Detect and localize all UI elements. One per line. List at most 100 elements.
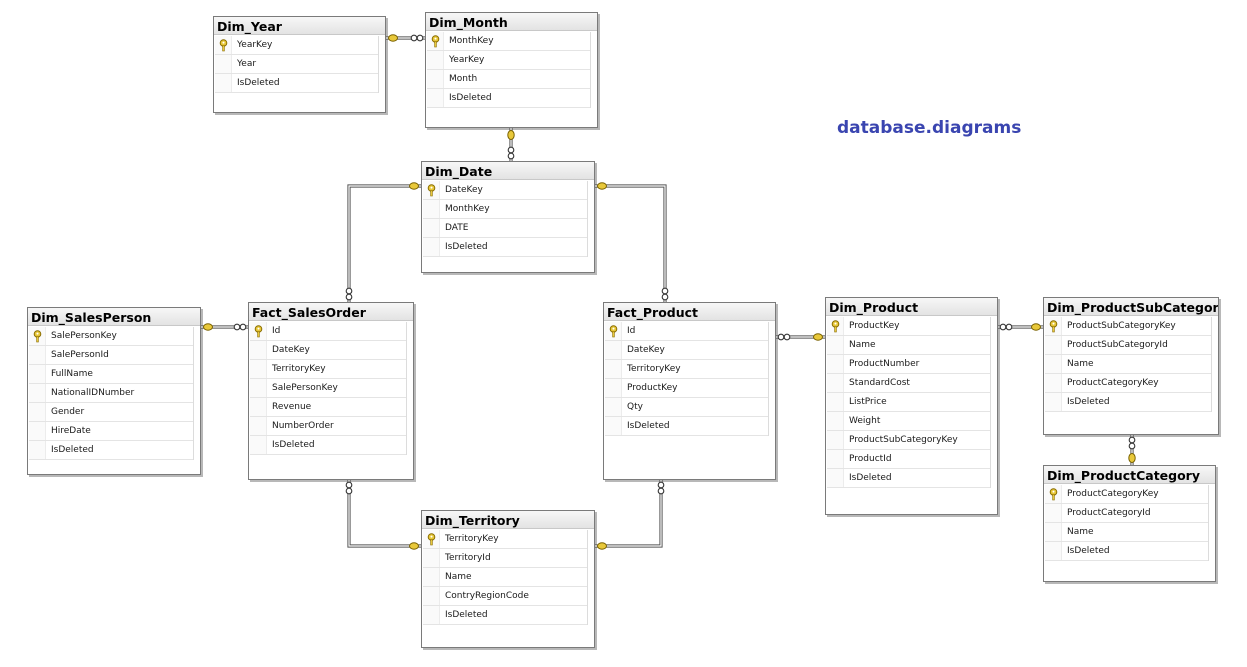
column-row[interactable]: ProductNumber bbox=[827, 355, 990, 374]
column-row[interactable]: Revenue bbox=[250, 398, 406, 417]
connector-line bbox=[595, 480, 663, 548]
column-row[interactable]: IsDeleted bbox=[427, 89, 590, 108]
connector-line-inner bbox=[595, 480, 662, 547]
many-end-infinity-icon bbox=[233, 323, 241, 331]
table-title[interactable]: Dim_ProductSubCategory bbox=[1044, 298, 1218, 316]
column-row[interactable]: Name bbox=[423, 568, 587, 587]
table-dim-date[interactable]: Dim_Date DateKey MonthKey DATE IsDeleted bbox=[421, 161, 595, 273]
column-row[interactable]: TerritoryKey bbox=[250, 360, 406, 379]
one-end-key-icon bbox=[409, 542, 419, 550]
column-row[interactable]: Gender bbox=[29, 403, 193, 422]
column-row[interactable]: StandardCost bbox=[827, 374, 990, 393]
column-name: NumberOrder bbox=[272, 421, 334, 431]
column-name: Qty bbox=[627, 402, 643, 412]
table-dim-productcategory[interactable]: Dim_ProductCategory ProductCategoryKey P… bbox=[1043, 465, 1216, 582]
table-dim-year[interactable]: Dim_Year YearKey Year IsDeleted bbox=[213, 16, 386, 113]
column-row[interactable]: ProductId bbox=[827, 450, 990, 469]
column-name: IsDeleted bbox=[849, 473, 892, 483]
relationship-dim-salesperson-to-fact-salesorder bbox=[201, 323, 248, 331]
table-title[interactable]: Dim_Year bbox=[214, 17, 385, 35]
column-row[interactable]: ProductSubCategoryKey bbox=[827, 431, 990, 450]
table-title[interactable]: Dim_Month bbox=[426, 13, 597, 31]
column-row[interactable]: ProductKey bbox=[827, 317, 990, 336]
column-row[interactable]: SalePersonKey bbox=[250, 379, 406, 398]
table-title[interactable]: Dim_Product bbox=[826, 298, 997, 316]
table-title[interactable]: Fact_Product bbox=[604, 303, 775, 321]
column-row[interactable]: IsDeleted bbox=[250, 436, 406, 455]
column-row[interactable]: YearKey bbox=[427, 51, 590, 70]
column-row[interactable]: ProductSubCategoryId bbox=[1045, 336, 1211, 355]
column-row[interactable]: Name bbox=[827, 336, 990, 355]
column-row[interactable]: ListPrice bbox=[827, 393, 990, 412]
many-end-infinity-icon bbox=[777, 333, 785, 341]
column-row[interactable]: TerritoryKey bbox=[605, 360, 768, 379]
primary-key-icon bbox=[219, 39, 228, 52]
column-row[interactable]: IsDeleted bbox=[423, 238, 587, 257]
column-row[interactable]: ProductCategoryKey bbox=[1045, 374, 1211, 393]
column-row[interactable]: Id bbox=[250, 322, 406, 341]
column-row[interactable]: Name bbox=[1045, 523, 1208, 542]
column-row[interactable]: Year bbox=[215, 55, 378, 74]
column-row[interactable]: Id bbox=[605, 322, 768, 341]
table-title[interactable]: Fact_SalesOrder bbox=[249, 303, 413, 321]
column-row[interactable]: IsDeleted bbox=[1045, 542, 1208, 561]
column-row[interactable]: DateKey bbox=[250, 341, 406, 360]
column-row[interactable]: IsDeleted bbox=[1045, 393, 1211, 412]
primary-key-icon bbox=[431, 35, 440, 48]
table-dim-month[interactable]: Dim_Month MonthKey YearKey Month IsDelet… bbox=[425, 12, 598, 128]
column-row[interactable]: ProductKey bbox=[605, 379, 768, 398]
column-row[interactable]: IsDeleted bbox=[215, 74, 378, 93]
column-name: DateKey bbox=[627, 345, 665, 355]
table-dim-salesperson[interactable]: Dim_SalesPerson SalePersonKey SalePerson… bbox=[27, 307, 201, 475]
column-row[interactable]: FullName bbox=[29, 365, 193, 384]
column-row[interactable]: ProductCategoryKey bbox=[1045, 485, 1208, 504]
table-dim-product[interactable]: Dim_Product ProductKey Name ProductNumbe… bbox=[825, 297, 998, 515]
column-row[interactable]: ProductCategoryId bbox=[1045, 504, 1208, 523]
column-row[interactable]: IsDeleted bbox=[29, 441, 193, 460]
many-end-infinity-icon bbox=[1128, 442, 1136, 450]
many-end-infinity-icon bbox=[783, 333, 791, 341]
one-end-key-icon bbox=[203, 323, 213, 331]
column-row[interactable]: TerritoryKey bbox=[423, 530, 587, 549]
many-end-infinity-icon bbox=[657, 481, 665, 489]
column-row[interactable]: YearKey bbox=[215, 36, 378, 55]
column-row[interactable]: ProductSubCategoryKey bbox=[1045, 317, 1211, 336]
column-name: IsDeleted bbox=[1067, 546, 1110, 556]
table-fact-product[interactable]: Fact_Product Id DateKey TerritoryKey Pro… bbox=[603, 302, 776, 480]
table-fact-salesorder[interactable]: Fact_SalesOrder Id DateKey TerritoryKey … bbox=[248, 302, 414, 480]
table-dim-productsubcategory[interactable]: Dim_ProductSubCategory ProductSubCategor… bbox=[1043, 297, 1219, 435]
column-row[interactable]: ContryRegionCode bbox=[423, 587, 587, 606]
column-row[interactable]: MonthKey bbox=[423, 200, 587, 219]
column-name: SalePersonKey bbox=[51, 331, 117, 341]
column-name: IsDeleted bbox=[51, 445, 94, 455]
column-row[interactable]: HireDate bbox=[29, 422, 193, 441]
column-name: DateKey bbox=[272, 345, 310, 355]
relationship-dim-product-to-fact-product bbox=[776, 333, 825, 341]
column-row[interactable]: DATE bbox=[423, 219, 587, 238]
column-row[interactable]: IsDeleted bbox=[827, 469, 990, 488]
column-row[interactable]: Month bbox=[427, 70, 590, 89]
column-row[interactable]: Weight bbox=[827, 412, 990, 431]
column-row[interactable]: IsDeleted bbox=[605, 417, 768, 436]
column-row[interactable]: TerritoryId bbox=[423, 549, 587, 568]
column-row[interactable]: SalePersonId bbox=[29, 346, 193, 365]
column-row[interactable]: DateKey bbox=[423, 181, 587, 200]
column-row[interactable]: SalePersonKey bbox=[29, 327, 193, 346]
column-row[interactable]: MonthKey bbox=[427, 32, 590, 51]
column-row[interactable]: NationalIDNumber bbox=[29, 384, 193, 403]
column-row[interactable]: Name bbox=[1045, 355, 1211, 374]
column-row[interactable]: NumberOrder bbox=[250, 417, 406, 436]
many-end-infinity-icon bbox=[1128, 436, 1136, 444]
column-name: TerritoryId bbox=[445, 553, 491, 563]
column-row[interactable]: DateKey bbox=[605, 341, 768, 360]
table-dim-territory[interactable]: Dim_Territory TerritoryKey TerritoryId N… bbox=[421, 510, 595, 648]
connector-line-inner bbox=[348, 185, 421, 302]
connector-line bbox=[595, 184, 667, 302]
table-title[interactable]: Dim_Date bbox=[422, 162, 594, 180]
column-row[interactable]: Qty bbox=[605, 398, 768, 417]
table-title[interactable]: Dim_Territory bbox=[422, 511, 594, 529]
primary-key-icon bbox=[1049, 320, 1058, 333]
table-title[interactable]: Dim_ProductCategory bbox=[1044, 466, 1215, 484]
column-row[interactable]: IsDeleted bbox=[423, 606, 587, 625]
table-title[interactable]: Dim_SalesPerson bbox=[28, 308, 200, 326]
